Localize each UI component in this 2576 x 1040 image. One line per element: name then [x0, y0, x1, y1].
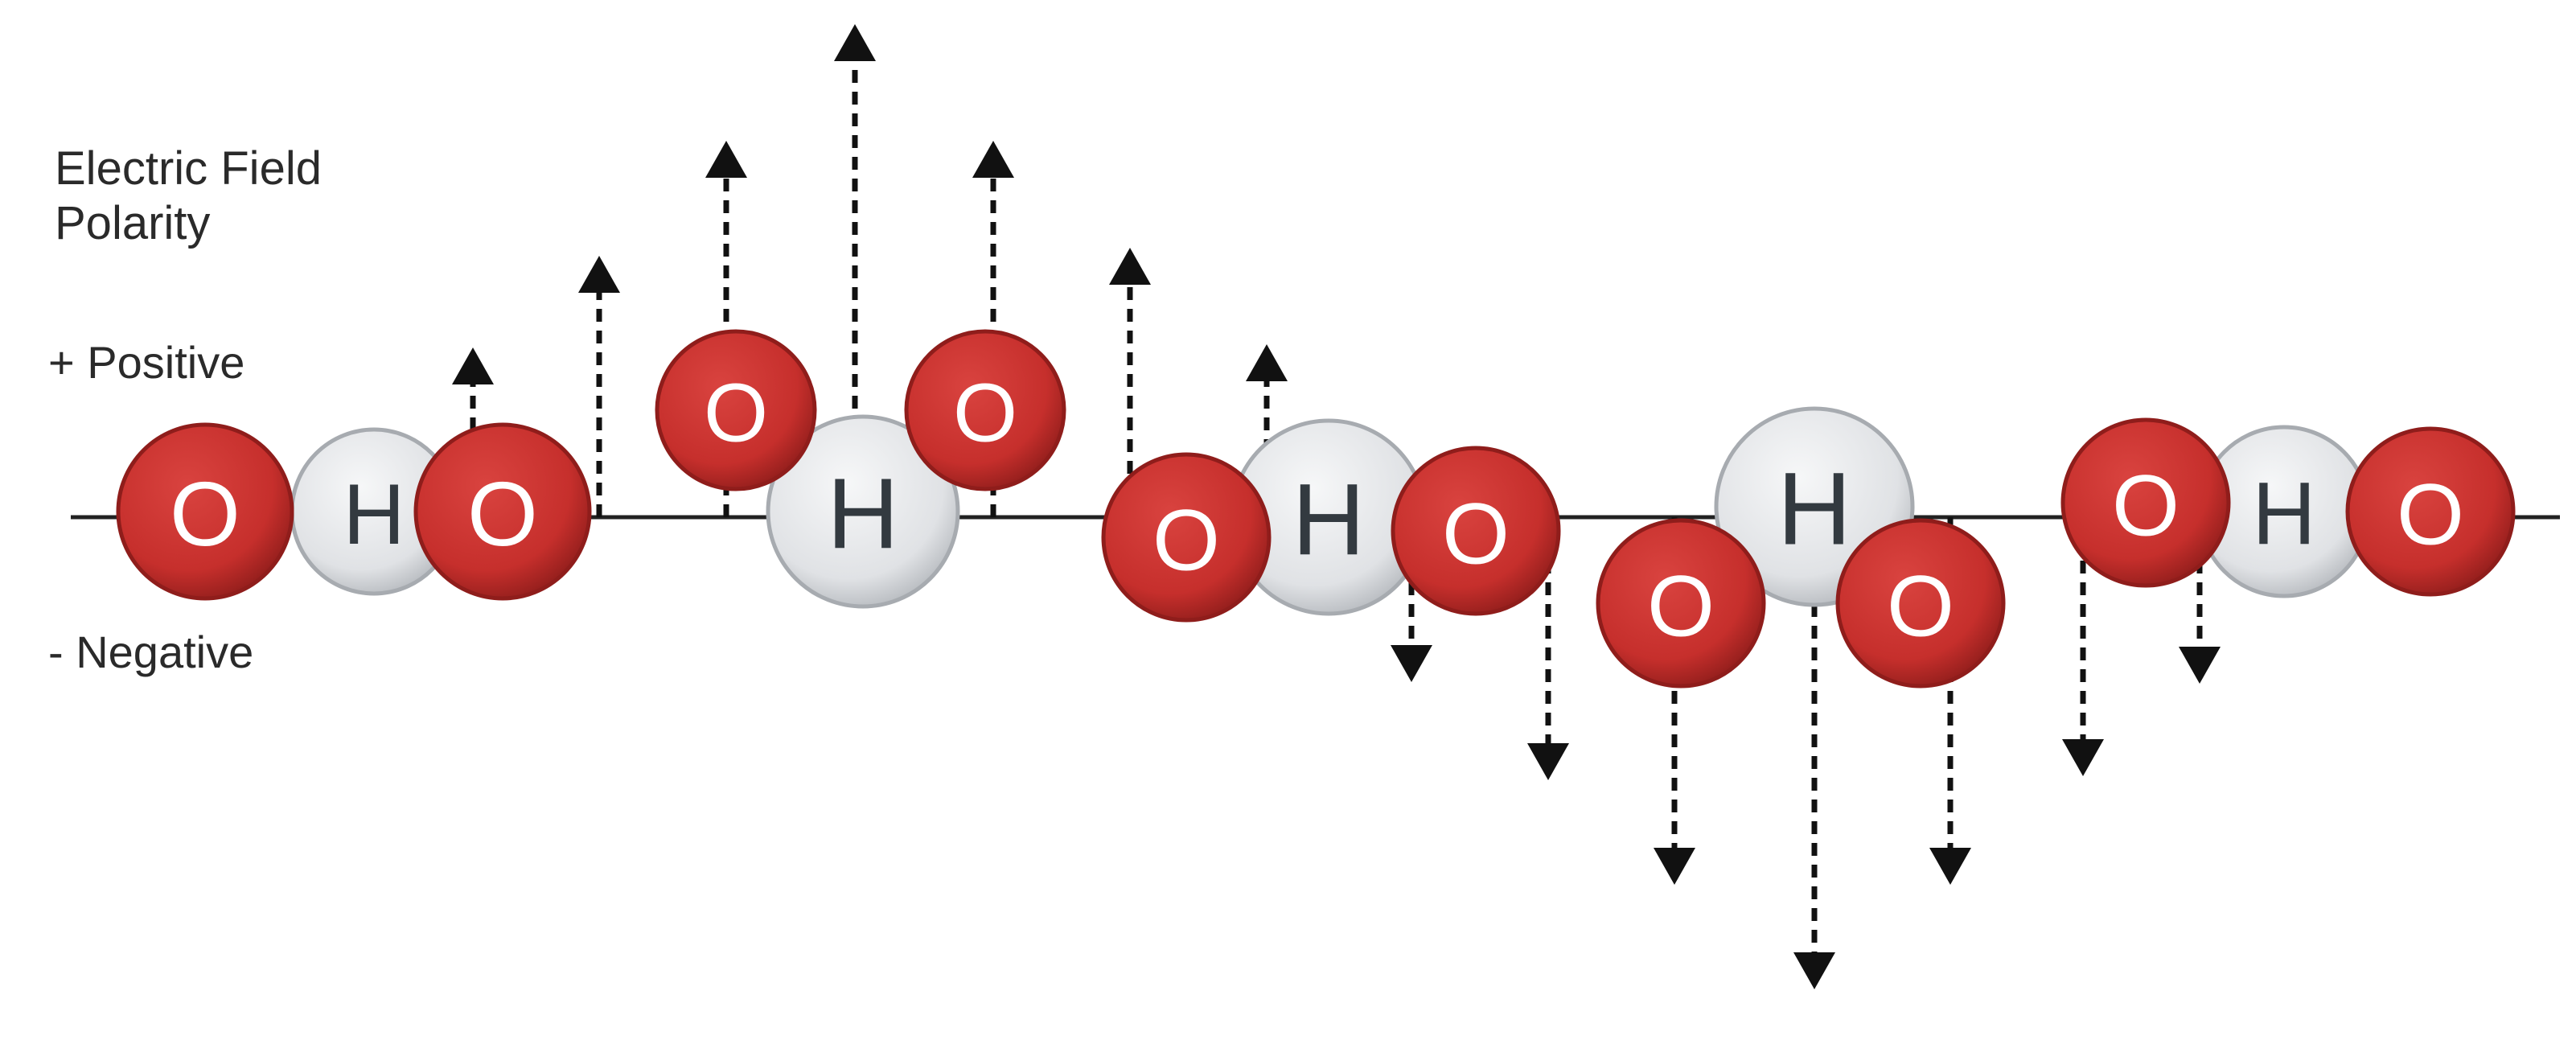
- oxygen-symbol: O: [1887, 557, 1954, 655]
- hydrogen-atom: H: [2197, 425, 2371, 598]
- field-arrow-down: [2062, 517, 2104, 776]
- field-arrow-up: [972, 141, 1014, 517]
- oxygen-atom: O: [1391, 446, 1561, 616]
- field-arrow-up: [578, 256, 620, 517]
- oxygen-symbol: O: [1152, 491, 1220, 589]
- oxygen-atom: O: [655, 329, 817, 491]
- oxygen-symbol: O: [1647, 557, 1715, 655]
- field-arrow-down: [1391, 517, 1432, 682]
- oxygen-atom: O: [904, 329, 1066, 491]
- oxygen-symbol: O: [1442, 485, 1510, 582]
- hydrogen-atom: H: [766, 414, 960, 609]
- oxygen-atom: O: [2060, 417, 2231, 588]
- hydrogen-atom: H: [290, 427, 458, 596]
- hydrogen-symbol: H: [827, 458, 899, 569]
- oxygen-symbol: O: [953, 367, 1017, 459]
- oxygen-atom: O: [1101, 452, 1272, 623]
- hydrogen-symbol: H: [2252, 465, 2315, 564]
- field-arrow-up: [1109, 248, 1151, 517]
- diagram-title: Electric Field Polarity: [55, 142, 322, 251]
- field-arrow-down: [2179, 517, 2221, 684]
- oxygen-atom: O: [1835, 518, 2006, 689]
- oxygen-atom: O: [116, 422, 294, 601]
- field-arrow-up: [705, 141, 747, 517]
- positive-label: + Positive: [48, 337, 245, 388]
- negative-label: - Negative: [48, 627, 254, 677]
- field-arrow-down: [1527, 517, 1569, 780]
- oxygen-atom: O: [413, 422, 592, 601]
- hydrogen-symbol: H: [1777, 452, 1851, 567]
- oxygen-atom: O: [1596, 518, 1766, 689]
- oxygen-symbol: O: [170, 463, 240, 565]
- hydrogen-symbol: H: [1292, 463, 1366, 577]
- oxygen-symbol: O: [2112, 457, 2180, 554]
- title-line-1: Electric Field: [55, 142, 322, 195]
- title-line-2: Polarity: [55, 196, 211, 249]
- oxygen-symbol: O: [704, 367, 768, 459]
- oxygen-atom: O: [2345, 426, 2516, 597]
- hydrogen-symbol: H: [343, 466, 405, 562]
- oxygen-symbol: O: [2397, 466, 2464, 563]
- oxygen-symbol: O: [467, 463, 538, 565]
